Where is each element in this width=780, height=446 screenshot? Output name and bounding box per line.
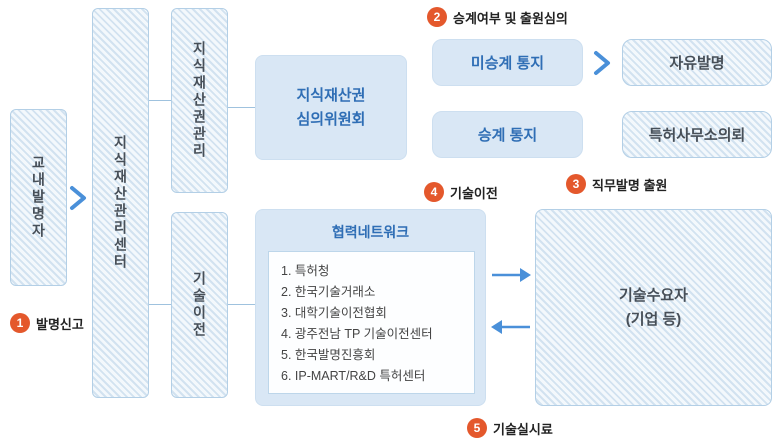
network-list-item: 6. IP-MART/R&D 특허센터 — [281, 369, 426, 383]
step-5-royalty: 5 기술실시료 — [467, 417, 553, 439]
connector-line — [149, 304, 171, 305]
node-free-invention: 자유발명 — [622, 39, 772, 86]
step-3-label: 직무발명 출원 — [592, 177, 668, 193]
node-tech-transfer-label: 기술이전 — [191, 271, 208, 339]
step-2-succession-review: 2 승계여부 및 출원심의 — [427, 6, 568, 28]
node-ip-deliberation-committee-line1: 지식재산권 — [296, 86, 366, 104]
arrow-right-icon — [492, 268, 531, 282]
step-3-employee-invention-filing: 3 직무발명 출원 — [566, 173, 667, 195]
node-free-invention-label: 자유발명 — [669, 55, 725, 72]
node-campus-inventor: 교내발명자 — [10, 109, 67, 286]
network-list-item: 3. 대학기술이전협회 — [281, 306, 387, 320]
step-1-invention-report: 1 발명신고 — [10, 312, 84, 334]
chevron-right-icon — [594, 51, 610, 75]
connector-line — [149, 100, 171, 101]
step-1-label: 발명신고 — [36, 316, 84, 332]
node-tech-consumer: 기술수요자 (기업 등) — [535, 209, 772, 406]
node-tech-transfer: 기술이전 — [171, 212, 228, 398]
node-notice-no-succession: 미승계 통지 — [432, 39, 583, 86]
node-ip-management-center-label: 지식재산관리센터 — [112, 135, 129, 271]
node-ip-rights-management-label: 지식재산권관리 — [191, 41, 208, 160]
node-campus-inventor-label: 교내발명자 — [30, 155, 47, 240]
step-4-label: 기술이전 — [450, 185, 498, 201]
node-ip-deliberation-committee: 지식재산권 심의위원회 — [255, 55, 407, 160]
chevron-right-icon — [70, 186, 86, 210]
step-4-tech-transfer: 4 기술이전 — [424, 181, 498, 203]
node-ip-deliberation-committee-line2: 심의위원회 — [296, 110, 366, 128]
node-notice-succession: 승계 통지 — [432, 111, 583, 158]
node-patent-office-request-label: 특허사무소의뢰 — [648, 127, 746, 144]
step-2-label: 승계여부 및 출원심의 — [453, 10, 568, 26]
connector-line — [228, 304, 255, 305]
network-list-item: 5. 한국발명진흥회 — [281, 348, 376, 362]
network-list-item: 2. 한국기술거래소 — [281, 285, 376, 299]
step-5-badge: 5 — [467, 418, 487, 438]
cooperation-network-title: 협력네트워크 — [331, 224, 410, 240]
step-4-badge: 4 — [424, 182, 444, 202]
network-list-item: 1. 특허청 — [281, 264, 330, 278]
arrow-left-icon — [491, 320, 530, 334]
step-5-label: 기술실시료 — [493, 421, 553, 437]
node-cooperation-network: 협력네트워크 1. 특허청 2. 한국기술거래소 3. 대학기술이전협회 4. … — [255, 209, 486, 406]
cooperation-network-list: 1. 특허청 2. 한국기술거래소 3. 대학기술이전협회 4. 광주전남 TP… — [268, 251, 475, 394]
node-notice-no-succession-label: 미승계 통지 — [470, 55, 545, 72]
node-patent-office-request: 특허사무소의뢰 — [622, 111, 772, 158]
network-list-item: 4. 광주전남 TP 기술이전센터 — [281, 327, 433, 341]
node-ip-management-center: 지식재산관리센터 — [92, 8, 149, 398]
step-2-badge: 2 — [427, 7, 447, 27]
node-tech-consumer-line2: (기업 등) — [625, 310, 682, 328]
step-1-badge: 1 — [10, 313, 30, 333]
node-tech-consumer-line1: 기술수요자 — [618, 286, 688, 304]
node-ip-rights-management: 지식재산권관리 — [171, 8, 228, 193]
step-3-badge: 3 — [566, 174, 586, 194]
node-notice-succession-label: 승계 통지 — [477, 127, 538, 144]
connector-line — [228, 107, 255, 108]
